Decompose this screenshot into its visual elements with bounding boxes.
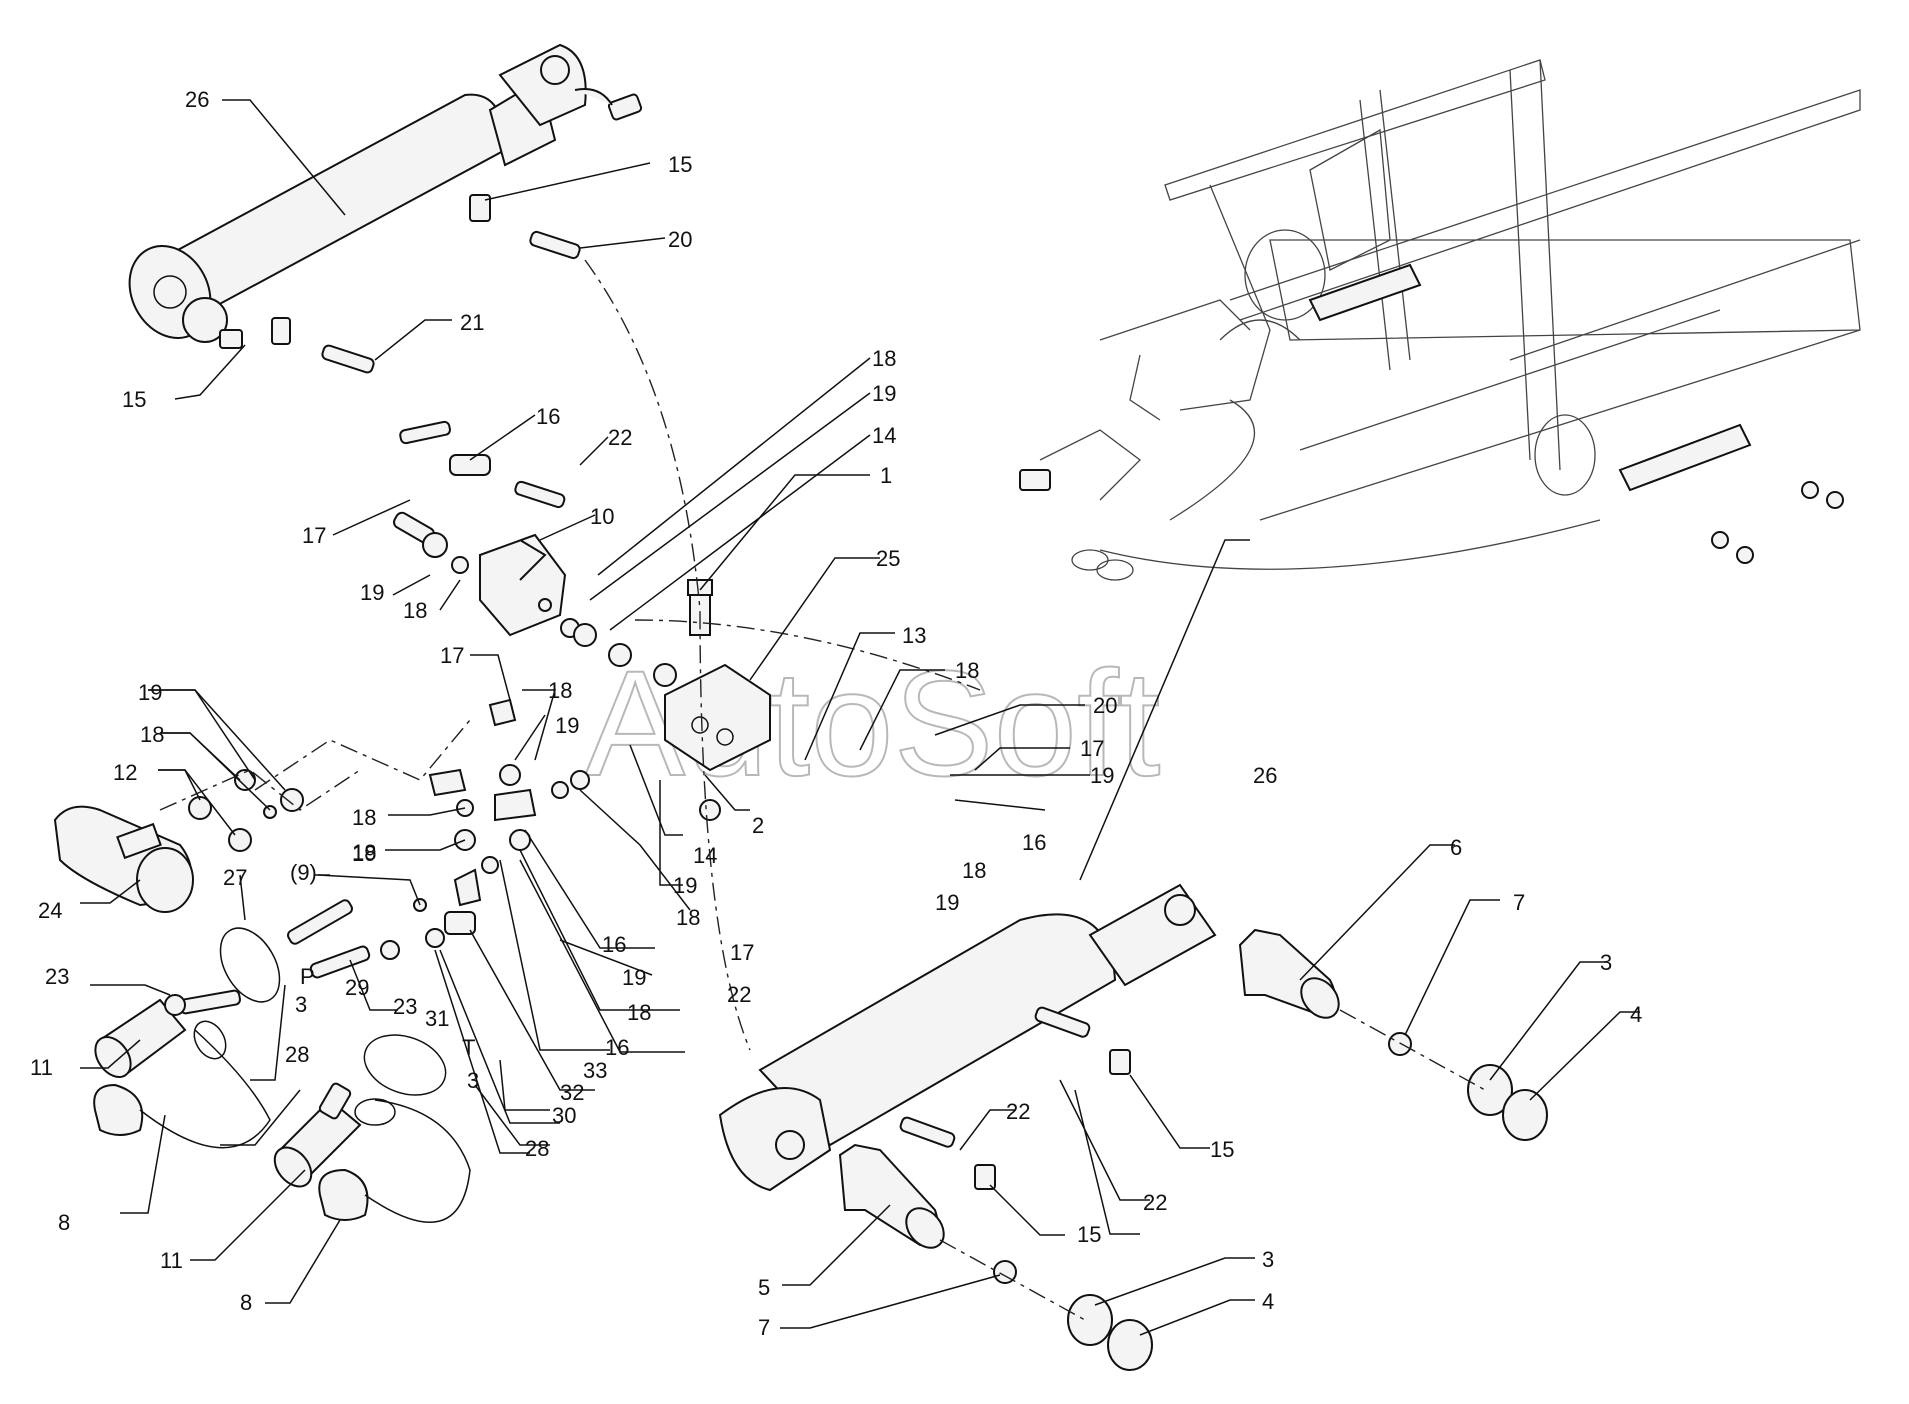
callout-label: 14 [693, 843, 717, 868]
callout-label: 30 [552, 1103, 576, 1128]
callout-label: 26 [185, 87, 209, 112]
callout-label: 18 [676, 905, 700, 930]
callout-label: 5 [758, 1275, 770, 1300]
callout-label: 17 [1080, 736, 1104, 761]
callout-label: 16 [1022, 830, 1046, 855]
callout-label: 19 [360, 580, 384, 605]
callout-label: 18 [352, 840, 376, 865]
callout-label: 16 [602, 932, 626, 957]
callout-label: 19 [673, 873, 697, 898]
callout-label: 8 [240, 1290, 252, 1315]
callout-label: 12 [113, 760, 137, 785]
coupling-body [53, 805, 194, 913]
leader-lines [80, 99, 1640, 1336]
callout-label: 23 [45, 964, 69, 989]
callout-label: 3 [467, 1068, 479, 1093]
callout-label: 21 [460, 310, 484, 335]
callout-label: 28 [525, 1136, 549, 1161]
callout-label: 28 [285, 1042, 309, 1067]
upper-cylinder [128, 43, 643, 349]
hose-routes [159, 259, 1486, 1321]
callout-label: 7 [1513, 890, 1525, 915]
callout-label: 26 [1253, 763, 1277, 788]
callout-label: 18 [140, 722, 164, 747]
callout-label: 3 [1600, 950, 1612, 975]
callout-label: 20 [668, 227, 692, 252]
ring-clip [219, 927, 281, 1003]
callout-label: 4 [1262, 1289, 1274, 1314]
dust-caps [93, 1020, 471, 1223]
callout-labels: 26 15 20 21 15 16 22 17 10 19 18 18 19 1… [30, 87, 1642, 1340]
callout-label: 10 [590, 504, 614, 529]
quick-coupler-right [273, 1034, 447, 1188]
callout-label: (9) [290, 860, 317, 885]
callout-label: 22 [1143, 1190, 1167, 1215]
callout-label: 29 [345, 975, 369, 1000]
callout-label: 3 [295, 992, 307, 1017]
callout-label: 19 [872, 381, 896, 406]
callout-label: 18 [548, 678, 572, 703]
callout-label: 19 [138, 680, 162, 705]
callout-label: 33 [583, 1058, 607, 1083]
callout-label: 2 [752, 813, 764, 838]
callout-label: P [300, 964, 315, 989]
callout-label: 3 [1262, 1247, 1274, 1272]
callout-label: 24 [38, 898, 62, 923]
callout-label: 19 [622, 965, 646, 990]
callout-label: 14 [872, 423, 896, 448]
callout-label: 22 [608, 425, 632, 450]
callout-label: 20 [1093, 693, 1117, 718]
callout-label: 15 [122, 387, 146, 412]
machine-frame-inset [1019, 59, 1861, 581]
callout-label: 17 [440, 643, 464, 668]
callout-label: 19 [555, 713, 579, 738]
callout-label: 32 [560, 1080, 584, 1105]
callout-label: 25 [876, 546, 900, 571]
callout-label: 19 [935, 890, 959, 915]
left-fittings [179, 698, 590, 1015]
callout-label: 11 [30, 1055, 53, 1080]
callout-label: 18 [403, 598, 427, 623]
lower-cylinder [718, 883, 1217, 1192]
callout-label: 22 [727, 982, 751, 1007]
callout-label: 17 [302, 523, 326, 548]
callout-label: 4 [1630, 1002, 1642, 1027]
callout-label: 18 [627, 1000, 651, 1025]
callout-label: 31 [425, 1006, 449, 1031]
callout-label: 18 [872, 346, 896, 371]
callout-label: 15 [668, 152, 692, 177]
callout-label: 15 [1077, 1222, 1101, 1247]
pins [838, 928, 1548, 1371]
callout-label: 16 [605, 1035, 629, 1060]
valve-block [608, 579, 771, 821]
callout-label: 6 [1450, 835, 1462, 860]
callout-label: 7 [758, 1315, 770, 1340]
callout-label: 13 [902, 623, 926, 648]
callout-label: 17 [730, 940, 754, 965]
callout-label: 1 [880, 463, 892, 488]
quick-coupler-left [94, 994, 187, 1078]
callout-label: 19 [352, 841, 376, 866]
callout-label: 23 [393, 994, 417, 1019]
callout-label: T [462, 1035, 475, 1060]
callout-label: 18 [962, 858, 986, 883]
callout-label: 18 [955, 658, 979, 683]
callout-label: 16 [536, 404, 560, 429]
callout-label: 8 [58, 1210, 70, 1235]
callout-label: 22 [1006, 1099, 1030, 1124]
callout-label: 15 [1210, 1137, 1234, 1162]
callout-label: 27 [223, 865, 247, 890]
callout-label: 18 [352, 805, 376, 830]
callout-label: 11 [160, 1248, 183, 1273]
callout-label: 19 [1090, 763, 1114, 788]
upper-fittings [321, 230, 597, 647]
